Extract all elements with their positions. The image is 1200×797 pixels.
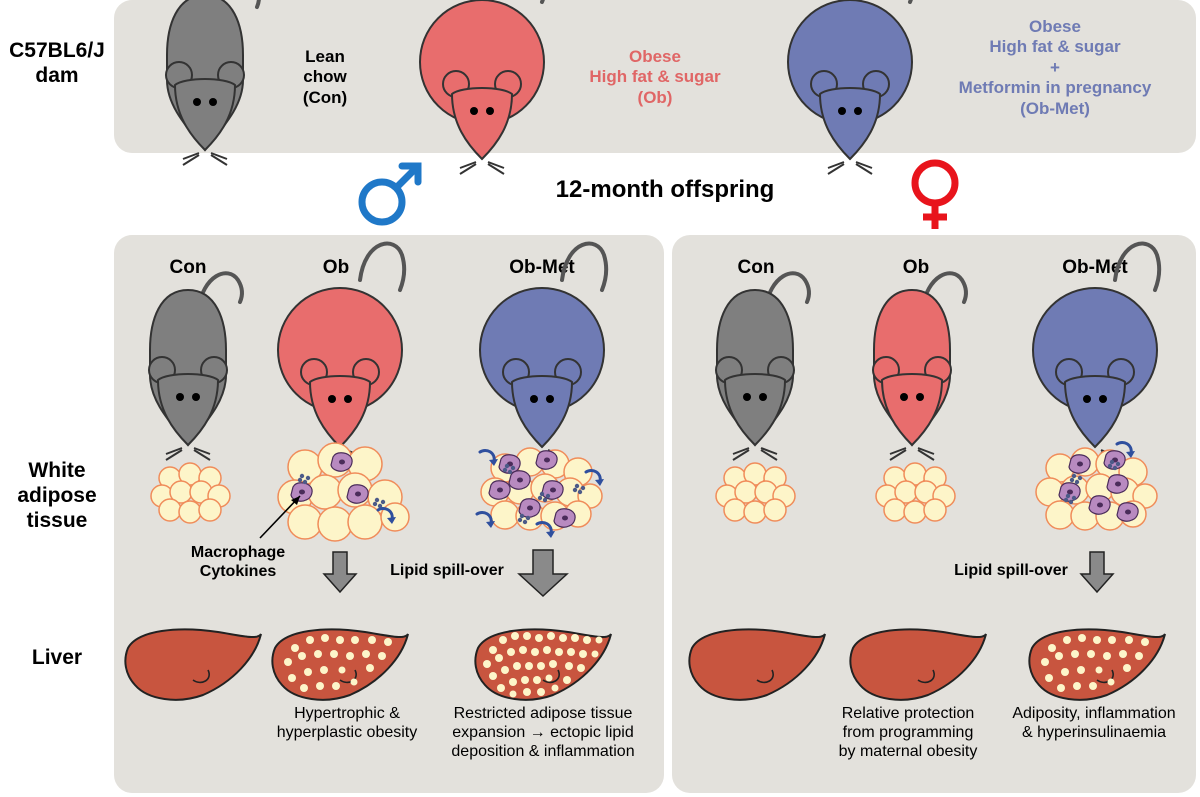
female-obmet-description: Adiposity, inflammation & hyperinsulinae… — [1012, 705, 1176, 742]
liver-row-label: Liver — [31, 646, 83, 669]
female-icon — [911, 159, 959, 229]
male-col-obmet: Ob-Met — [509, 257, 575, 278]
male-icon — [358, 162, 422, 226]
dam-row-label: C57BL6/J dam — [9, 39, 105, 88]
macrophage-annotation: Macrophage Cytokines — [190, 544, 286, 581]
female-liver-ob — [849, 628, 987, 701]
male-ob-description: Hypertrophic & hyperplastic obesity — [276, 705, 418, 742]
male-spill-label: Lipid spill-over — [390, 562, 504, 579]
male-obmet-description: Restricted adipose tissue expansion → ec… — [451, 705, 635, 761]
female-ob-description: Relative protection from programming by … — [838, 705, 978, 761]
adipose-row-label: White adipose tissue — [17, 459, 97, 533]
offspring-title: 12-month offspring — [555, 176, 775, 203]
dam-panel — [114, 0, 1196, 153]
female-col-con: Con — [737, 257, 775, 278]
dam-label-ob: Obese High fat & sugar (Ob) — [589, 47, 721, 107]
female-col-ob: Ob — [902, 257, 930, 278]
female-liver-con — [688, 628, 826, 701]
female-spill-label: Lipid spill-over — [954, 562, 1068, 579]
male-col-ob: Ob — [322, 257, 350, 278]
dam-label-con: Lean chow (Con) — [302, 47, 348, 107]
male-col-con: Con — [169, 257, 207, 278]
female-col-obmet: Ob-Met — [1062, 257, 1128, 278]
dam-label-obmet: Obese High fat & sugar + Metformin in pr… — [958, 17, 1152, 118]
